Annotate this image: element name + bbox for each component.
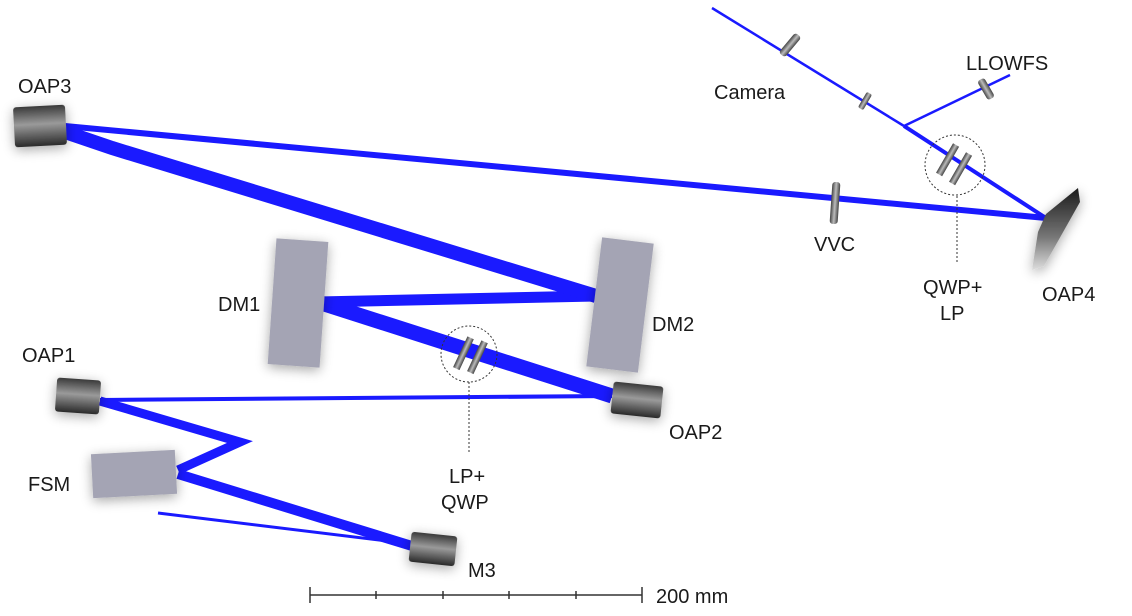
label-fsm: FSM [28,474,70,496]
label-dm2: DM2 [652,314,694,336]
beam-oap3-to-oap4 [64,123,1047,221]
qwp-lp-upper-circle [924,134,986,196]
vvc-element [829,181,841,225]
qwp-lp-upper-plate-1 [936,143,960,177]
label-m3: M3 [468,560,496,582]
lp-qwp-lower-circle [440,325,498,383]
oap3-mirror [13,104,67,148]
beam-to-camera [711,6,905,128]
dm1-mirror [267,238,329,368]
qwp-lp-upper-plate-2 [949,152,973,186]
label-llowfs: LLOWFS [966,53,1048,75]
label-oap2: OAP2 [669,422,722,444]
label-lp-qwp-line1: LP+ [449,466,485,488]
label-qwp-lp-line2: LP [940,303,964,325]
oap1-mirror [55,377,101,415]
lp-qwp-lower-plate-2 [467,340,488,375]
beam-dm1-to-dm2 [317,290,597,308]
beam-dm2-to-oap3 [62,125,599,303]
label-oap4: OAP4 [1042,284,1095,306]
lp-qwp-lower-group [440,325,498,452]
label-qwp-lp-line1: QWP+ [923,277,982,299]
label-camera: Camera [714,82,786,104]
label-vvc: VVC [814,234,855,256]
qwp-lp-upper-group [924,134,986,262]
beam-m3-to-fsm [176,469,414,551]
label-oap3: OAP3 [18,76,71,98]
beam-to-llowfs [903,73,1011,128]
beam-oap1-to-oap2 [99,394,613,402]
camera-lens [779,33,801,57]
m3-mirror [408,531,458,567]
dm2-mirror [586,237,654,373]
scale-bar-label: 200 mm [656,586,728,608]
oap2-mirror [610,381,664,419]
fsm-mirror [90,449,178,499]
lp-qwp-lower-plate-1 [453,336,474,371]
label-lp-qwp-line2: QWP [441,492,489,514]
beam-oap4-to-split [902,124,1048,220]
beam-paths [62,6,1048,551]
label-dm1: DM1 [218,294,260,316]
pickoff-lens [858,92,872,110]
scale-bar: 200 mm [309,586,728,608]
label-oap1: OAP1 [22,345,75,367]
oap4-mirror [1032,188,1080,270]
beam-m3-input [157,511,413,546]
beam-fsm-to-oap1 [98,396,253,475]
llowfs-lens [978,78,994,100]
